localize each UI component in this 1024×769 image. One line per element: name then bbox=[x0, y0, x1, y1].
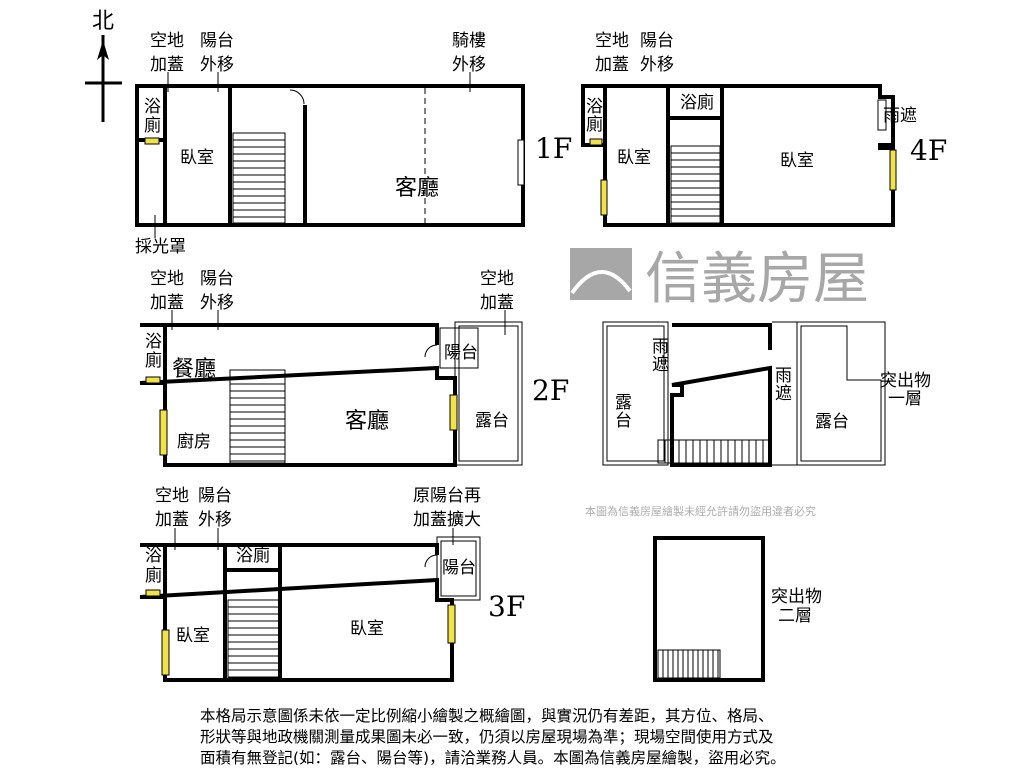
terrace-label: 露台 bbox=[815, 412, 849, 432]
room-bath-label-2: 廁 bbox=[145, 350, 162, 371]
canopy-label-2: 遮 bbox=[652, 355, 669, 375]
structure-label: 突出物 bbox=[771, 587, 822, 607]
floor-3f: 浴 廁 臥室 浴廁 臥室 陽台 3F 空地 加蓋 陽台 外移 原陽台再 加蓋擴大 bbox=[139, 486, 525, 682]
disclaimer: 本格局示意圖係未依一定比例縮小繪製之概繪圖，與實況仍有差距，其方位、格局、 形狀… bbox=[200, 706, 786, 769]
canopy-label: 雨 bbox=[652, 337, 669, 357]
room-terrace-label: 露台 bbox=[475, 411, 509, 431]
note-label: 空地 bbox=[480, 269, 514, 289]
note-label: 陽台 bbox=[200, 31, 234, 51]
room-living-label: 客廳 bbox=[395, 176, 439, 201]
note-label: 加蓋 bbox=[480, 293, 514, 313]
room-bath-label: 浴 bbox=[144, 97, 161, 117]
canopy-label: 雨 bbox=[775, 366, 792, 386]
floor-2f: 浴 廁 餐廳 廚房 客廳 陽台 露台 2F 空地 加蓋 陽台 外移 空地 加蓋 bbox=[139, 269, 569, 467]
canopy-label-2: 遮 bbox=[775, 384, 792, 404]
watermark: 信義房屋 本圖為信義房屋繪製未經允許請勿盜用違者必究 bbox=[570, 247, 869, 518]
staircase bbox=[229, 369, 286, 464]
floor-level-label: 2F bbox=[532, 374, 569, 407]
watermark-notice: 本圖為信義房屋繪製未經允許請勿盜用違者必究 bbox=[585, 504, 816, 518]
staircase bbox=[232, 132, 286, 224]
floor-level-label: 1F bbox=[535, 132, 572, 165]
note-label: 空地 bbox=[155, 486, 189, 506]
note-label: 陽台 bbox=[640, 31, 674, 51]
room-bath-label: 浴 bbox=[145, 546, 162, 566]
note-label: 加蓋 bbox=[595, 55, 629, 75]
north-arrow: 北 bbox=[85, 9, 122, 122]
note-label: 空地 bbox=[150, 31, 184, 51]
disclaimer-line: 面積有無登記(如：露台、陽台等)，請洽業務人員。本圖為信義房屋繪製，盜用必究。 bbox=[200, 749, 786, 767]
room-bath-label-2: 廁 bbox=[144, 115, 161, 136]
floor-4f: 浴 廁 臥室 浴廁 臥室 雨遮 4F 空地 加蓋 陽台 外移 bbox=[581, 31, 947, 227]
floor-level-label: 3F bbox=[488, 590, 525, 623]
room-bedroom-label: 臥室 bbox=[780, 151, 814, 171]
note-label: 外移 bbox=[452, 55, 486, 75]
staircase bbox=[657, 439, 771, 464]
note-label: 加蓋 bbox=[150, 293, 184, 313]
room-living-label: 客廳 bbox=[345, 409, 389, 434]
stair-outline bbox=[229, 369, 286, 464]
structure-label: 突出物 bbox=[880, 371, 931, 391]
note-label: 陽台 bbox=[200, 269, 234, 289]
note-label: 空地 bbox=[150, 269, 184, 289]
room-bath-label: 浴 bbox=[586, 97, 603, 117]
note-label: 原陽台再 bbox=[413, 486, 481, 506]
room-bedroom-label: 臥室 bbox=[180, 148, 214, 168]
room-dining-label: 餐廳 bbox=[172, 357, 216, 382]
room-bedroom-label: 臥室 bbox=[350, 619, 384, 639]
room-kitchen-label: 廚房 bbox=[177, 431, 211, 452]
watermark-brand: 信義房屋 bbox=[645, 247, 869, 312]
room-bath-label-2: 廁 bbox=[145, 565, 162, 586]
stair-outline bbox=[227, 599, 280, 679]
floor-1f: 浴 廁 臥室 客廳 1F 採光罩 空地 加蓋 陽台 外移 騎樓 外移 bbox=[135, 31, 572, 257]
floor-level-label: 4F bbox=[910, 134, 947, 167]
north-label: 北 bbox=[92, 9, 114, 34]
room-bath-label: 浴廁 bbox=[680, 92, 714, 113]
skylight-label: 採光罩 bbox=[135, 237, 186, 257]
terrace-label-2: 台 bbox=[615, 411, 632, 431]
disclaimer-line: 本格局示意圖係未依一定比例縮小繪製之概繪圖，與實況仍有差距，其方位、格局、 bbox=[200, 707, 774, 725]
roof-structure-1: 雨 遮 露 台 雨 遮 露台 突出物 一層 bbox=[602, 321, 931, 467]
note-label: 加蓋 bbox=[155, 510, 189, 530]
terrace-label: 露 bbox=[615, 393, 632, 413]
stair-outline bbox=[670, 145, 721, 224]
room-balcony-label: 陽台 bbox=[442, 558, 476, 578]
structure-label-2: 一層 bbox=[888, 389, 922, 409]
note-label: 外移 bbox=[640, 55, 674, 75]
note-label: 外移 bbox=[200, 55, 234, 75]
note-label: 騎樓 bbox=[452, 31, 486, 51]
roof-structure-2: 突出物 二層 bbox=[653, 536, 822, 682]
room-bath-label: 浴廁 bbox=[236, 545, 270, 566]
staircase bbox=[657, 649, 721, 679]
note-label: 空地 bbox=[595, 31, 629, 51]
room-bedroom-label: 臥室 bbox=[617, 148, 651, 168]
logo-roof-icon bbox=[570, 270, 632, 295]
structure-label-2: 二層 bbox=[778, 606, 812, 626]
staircase bbox=[670, 145, 721, 224]
stair-outline bbox=[232, 132, 286, 224]
room-bedroom-label: 臥室 bbox=[176, 626, 210, 646]
disclaimer-line: 形狀等與地政機關測量成果圖未必一致，仍須以房屋現場為準；現場空間使用方式及 bbox=[200, 728, 774, 746]
room-balcony-label: 陽台 bbox=[444, 343, 478, 363]
note-label: 加蓋擴大 bbox=[413, 510, 481, 530]
note-label: 加蓋 bbox=[150, 55, 184, 75]
note-label: 外移 bbox=[198, 510, 232, 530]
staircase bbox=[227, 599, 280, 679]
note-label: 陽台 bbox=[198, 486, 232, 506]
room-bath-label-2: 廁 bbox=[586, 114, 603, 135]
note-label: 外移 bbox=[200, 293, 234, 313]
canopy-label: 雨遮 bbox=[883, 106, 917, 126]
stair-outline bbox=[657, 649, 721, 679]
room-bath-label: 浴 bbox=[145, 332, 162, 352]
